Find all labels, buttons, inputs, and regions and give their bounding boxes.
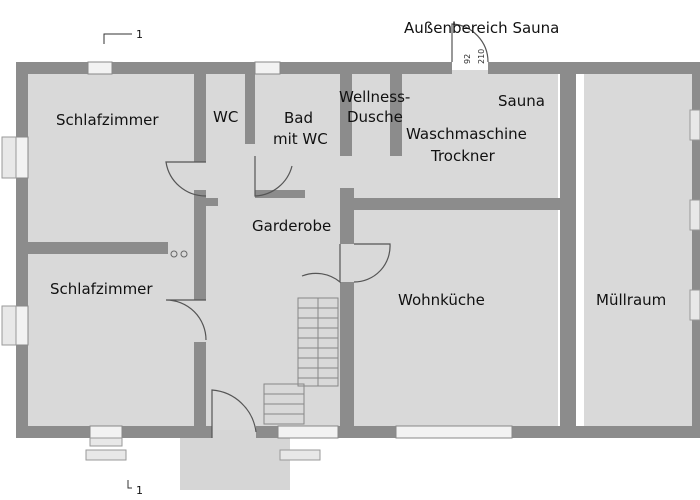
door-bedroom-bottom	[165, 299, 207, 341]
outside-sauna-label: Außenbereich Sauna	[404, 19, 559, 37]
staircase	[263, 297, 339, 425]
room-wellness-line2: Dusche	[347, 108, 403, 126]
doors	[165, 23, 489, 438]
room-bedroom-bottom: Schlafzimmer	[50, 280, 153, 298]
door-kitchen	[353, 243, 391, 283]
door-bath	[254, 156, 293, 197]
sinks	[170, 250, 188, 258]
window-bedroom-top	[87, 61, 113, 75]
room-kitchen: Wohnküche	[398, 291, 485, 309]
windows	[15, 61, 513, 439]
entrance-steps	[180, 430, 290, 490]
room-bath-line2: mit WC	[273, 130, 328, 148]
window-bedroom-left-top	[15, 136, 29, 179]
door-dim-width: 92	[463, 54, 472, 64]
door-bedroom-top	[165, 161, 207, 197]
section-marker-bottom: 1	[136, 484, 143, 497]
room-laundry-line1: Waschmaschine	[406, 125, 527, 143]
room-sauna: Sauna	[498, 92, 545, 110]
section-marker-top: 1	[136, 28, 143, 41]
room-bath-line1: Bad	[284, 109, 313, 127]
door-stair	[301, 244, 341, 284]
window-bedroom-left-bottom	[15, 305, 29, 346]
door-dim-height: 210	[477, 49, 486, 64]
room-laundry-line2: Trockner	[430, 147, 496, 165]
room-bedroom-top: Schlafzimmer	[56, 111, 159, 129]
door-entrance	[211, 389, 257, 438]
walls	[16, 62, 700, 438]
section-markers	[103, 33, 132, 489]
room-wc: WC	[213, 108, 238, 126]
window-stair	[277, 425, 339, 439]
window-sills	[1, 109, 700, 461]
window-bedroom-bottom	[89, 425, 123, 439]
window-kitchen	[395, 425, 513, 439]
door-sauna-outside	[451, 23, 489, 63]
room-waste: Müllraum	[596, 291, 666, 309]
room-wardrobe: Garderobe	[252, 217, 331, 235]
window-bath	[254, 61, 281, 75]
room-wellness-line1: Wellness-	[339, 88, 410, 106]
